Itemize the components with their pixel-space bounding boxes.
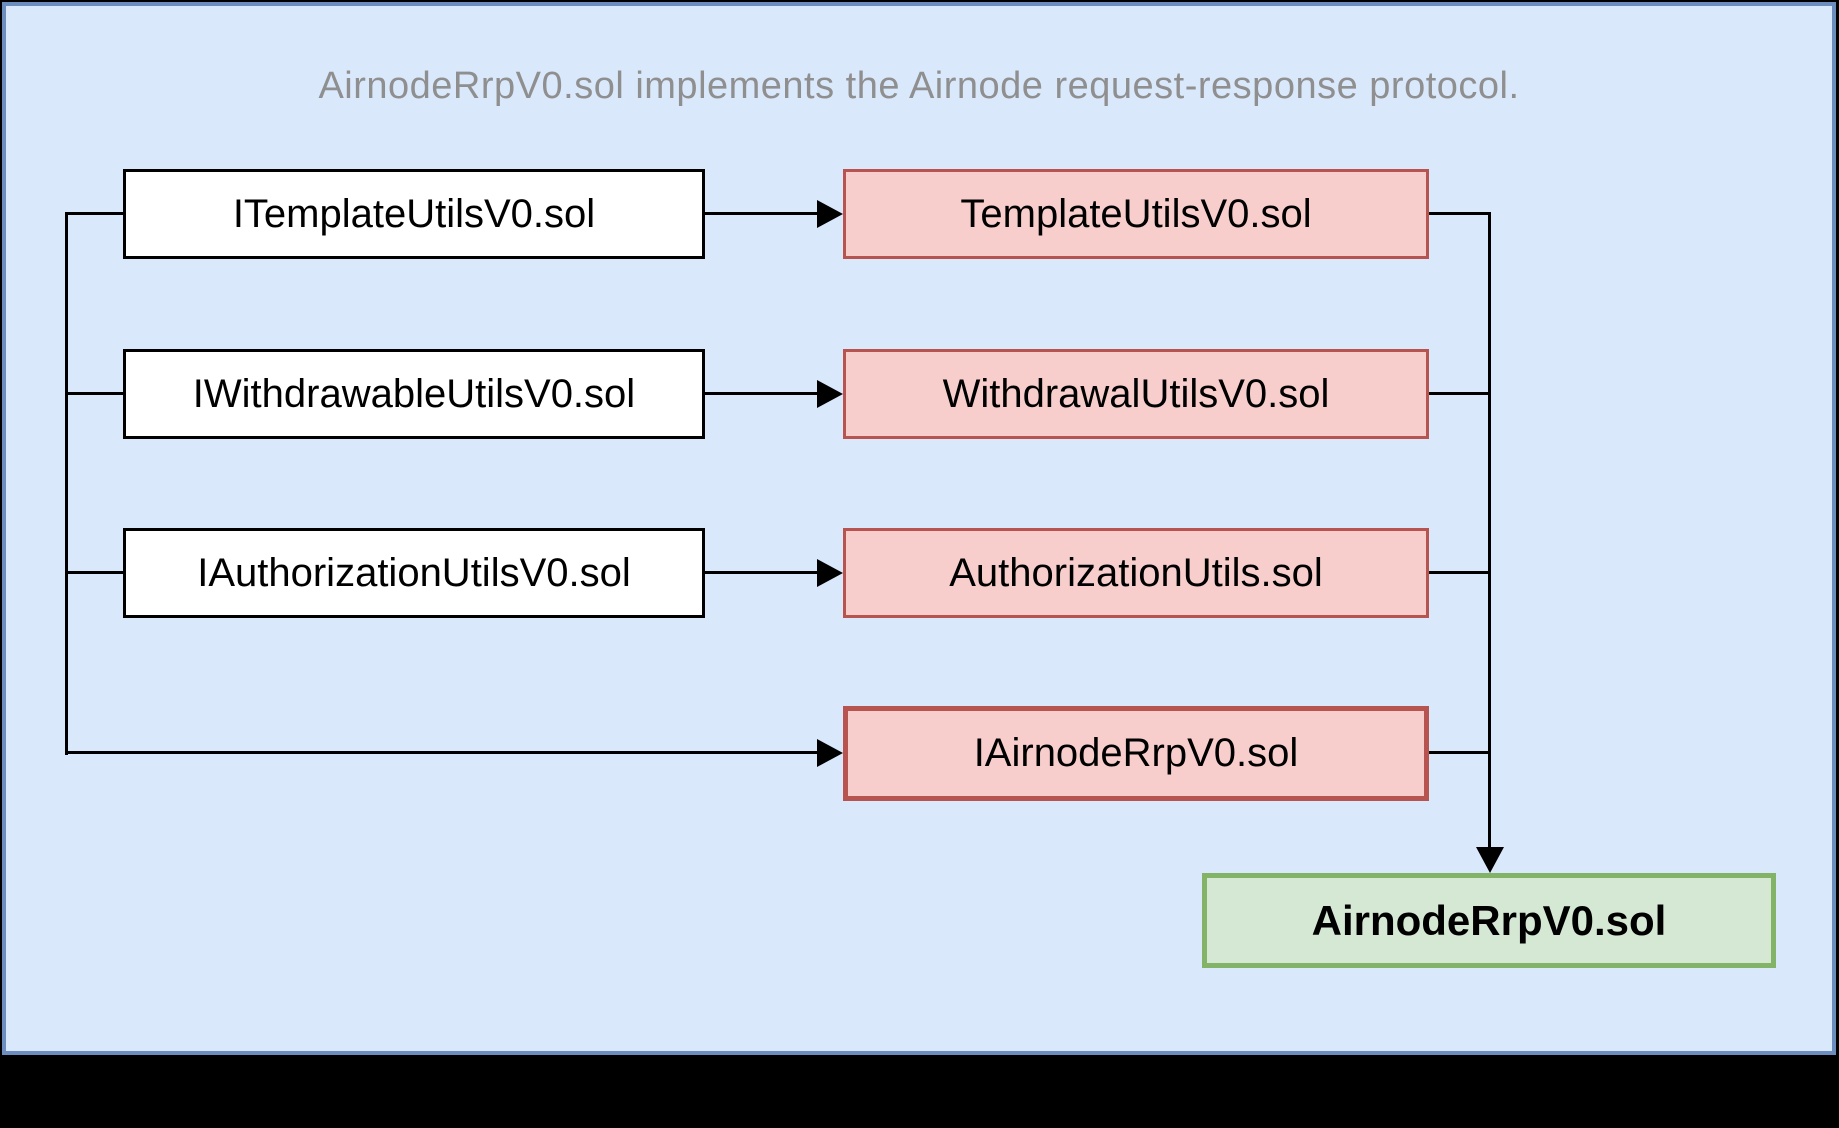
arrowhead-down-icon (1476, 847, 1504, 873)
node-itemplateutilsv0: ITemplateUtilsV0.sol (123, 169, 705, 259)
node-label: ITemplateUtilsV0.sol (232, 191, 596, 236)
edge-right-stub-iairnoderrp (1429, 751, 1491, 754)
arrowhead-right-icon (817, 559, 843, 587)
node-iwithdrawableutilsv0: IWithdrawableUtilsV0.sol (123, 349, 705, 439)
edge-right-stub-template (1429, 212, 1491, 215)
node-label: AirnodeRrpV0.sol (1311, 896, 1667, 944)
node-label: IAuthorizationUtilsV0.sol (197, 550, 631, 595)
edge-left-stub-iwithdrawable (65, 392, 123, 395)
edge-right-stub-withdrawal (1429, 392, 1491, 395)
edge-left-collector-line (65, 212, 68, 755)
edge-left-stub-iauthorization (65, 571, 123, 574)
node-label: WithdrawalUtilsV0.sol (942, 371, 1330, 416)
arrowhead-right-icon (817, 739, 843, 767)
node-label: TemplateUtilsV0.sol (960, 191, 1312, 236)
diagram-caption: AirnodeRrpV0.sol implements the Airnode … (318, 65, 1520, 107)
node-iauthorizationutilsv0: IAuthorizationUtilsV0.sol (123, 528, 705, 618)
node-airnoderrpv0: AirnodeRrpV0.sol (1202, 873, 1776, 968)
node-authorizationutils: AuthorizationUtils.sol (843, 528, 1429, 618)
arrowhead-right-icon (817, 200, 843, 228)
node-label: IAirnodeRrpV0.sol (973, 731, 1299, 775)
edge-iauthorization-to-authorization (705, 571, 818, 574)
edge-iwithdrawable-to-withdrawal (705, 392, 818, 395)
node-label: AuthorizationUtils.sol (949, 550, 1323, 595)
edge-itemplate-to-template (705, 212, 818, 215)
arrowhead-right-icon (817, 380, 843, 408)
node-templateutilsv0: TemplateUtilsV0.sol (843, 169, 1429, 259)
node-label: IWithdrawableUtilsV0.sol (192, 371, 636, 416)
edge-right-stub-authorization (1429, 571, 1491, 574)
node-iairnoderrpv0: IAirnodeRrpV0.sol (843, 706, 1429, 801)
edge-left-stub-itemplate (65, 212, 123, 215)
edge-right-collector-line (1488, 212, 1491, 848)
edge-interfaces-to-iairnoderrp (65, 751, 818, 754)
node-withdrawalutilsv0: WithdrawalUtilsV0.sol (843, 349, 1429, 439)
